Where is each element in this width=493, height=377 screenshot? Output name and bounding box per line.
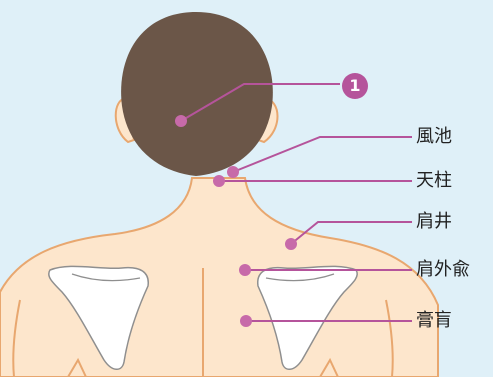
point-dot-kensei	[285, 238, 297, 250]
leader-line-fuchi	[233, 137, 412, 172]
point-dot-kengaiyu	[239, 264, 251, 276]
point-dot-koko	[240, 315, 252, 327]
label-kengaiyu: 肩外兪	[416, 261, 470, 279]
hair	[121, 12, 273, 176]
point-dot-badge	[175, 115, 187, 127]
number-badge: 1	[342, 73, 368, 99]
point-dot-tenchu	[213, 175, 225, 187]
label-fuchi: 風池	[416, 128, 452, 146]
label-tenchu: 天柱	[416, 172, 452, 190]
point-dot-fuchi	[227, 166, 239, 178]
label-koko: 膏肓	[416, 312, 452, 330]
label-kensei: 肩井	[416, 213, 452, 231]
